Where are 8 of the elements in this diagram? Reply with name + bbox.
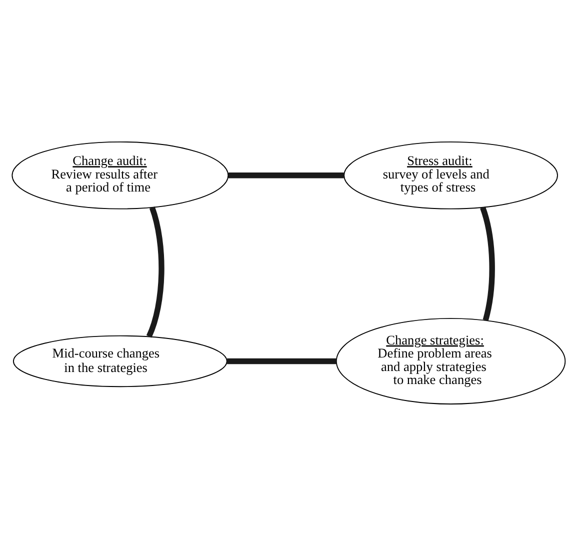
connector bbox=[146, 206, 164, 338]
node-ellipse: Change strategies: Define problem areas and apply strategies to make changes bbox=[336, 318, 566, 404]
connector bbox=[227, 358, 336, 364]
node-ellipse: Stress audit: survey of levels and types of stress bbox=[344, 141, 558, 210]
connector bbox=[228, 172, 344, 178]
node-ellipse: Mid-course changes in the strategies bbox=[12, 335, 228, 388]
node-ellipse: Change audit: Review results after a period of time bbox=[12, 141, 229, 210]
connector bbox=[480, 206, 495, 321]
